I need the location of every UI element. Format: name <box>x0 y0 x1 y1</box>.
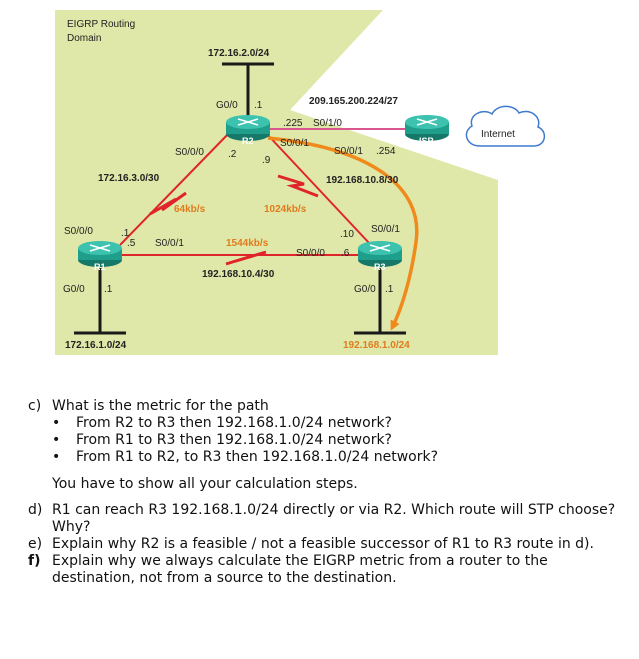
network-label-isp-link: 209.165.200.224/27 <box>309 96 398 107</box>
question-letter: e) <box>28 536 43 552</box>
router-label-r1: R1 <box>94 262 106 272</box>
if-r3-g00-ip: .1 <box>385 284 394 295</box>
calculation-note: You have to show all your calculation st… <box>52 476 358 492</box>
if-r2-s010-ip: .225 <box>283 118 303 129</box>
if-r2-g00: G0/0 <box>216 100 238 111</box>
if-r1-s000-ip: .1 <box>121 228 130 239</box>
list-item: •From R1 to R2, to R3 then 192.168.1.0/2… <box>52 449 439 465</box>
domain-label-line1: EIGRP Routing <box>67 19 135 30</box>
if-r1-s000: S0/0/0 <box>64 226 93 237</box>
path-arrow-r2-r3-lan <box>267 136 419 331</box>
if-r1-s001: S0/0/1 <box>155 238 184 249</box>
serial-bolt-r1-r2 <box>149 191 187 216</box>
router-arrows-icon <box>89 244 111 252</box>
if-r1-g00-ip: .1 <box>104 284 113 295</box>
question-text: What is the metric for the path <box>52 398 269 414</box>
list-item: •From R2 to R3 then 192.168.1.0/24 netwo… <box>52 415 392 431</box>
router-arrows-icon <box>416 118 438 126</box>
if-r2-s001-ip: .9 <box>262 155 271 166</box>
if-r3-g00: G0/0 <box>354 284 376 295</box>
link-r1-r2 <box>119 129 233 246</box>
question-letter: d) <box>28 502 43 518</box>
network-label-r1-lan: 172.16.1.0/24 <box>65 340 127 351</box>
bandwidth-label-r1-r3: 1544kb/s <box>226 238 269 249</box>
serial-bolt-r1-r3 <box>225 250 267 266</box>
question-f: f) Explain why we always calculate the E… <box>28 553 628 587</box>
question-c-bullets: •From R2 to R3 then 192.168.1.0/24 netwo… <box>28 415 628 466</box>
eigrp-domain-area <box>55 10 498 355</box>
cloud-label: Internet <box>481 129 515 140</box>
if-r2-s010: S0/1/0 <box>313 118 342 129</box>
eigrp-topology-diagram: EIGRP Routing Domain 172.16.2.0/24 172.1… <box>55 10 546 355</box>
question-list: c) What is the metric for the path •From… <box>28 398 628 587</box>
question-letter: c) <box>28 398 42 414</box>
if-r2-s000: S0/0/0 <box>175 147 204 158</box>
if-r3-s000: S0/0/0 <box>296 248 325 259</box>
router-arrows-icon <box>237 118 259 126</box>
internet-cloud: Internet <box>465 105 546 147</box>
serial-bolt-r2-r3 <box>277 174 319 198</box>
question-c: c) What is the metric for the path <box>28 398 628 415</box>
question-text: Explain why we always calculate the EIGR… <box>52 553 548 586</box>
router-label-r3: R3 <box>374 262 386 272</box>
if-r1-s001-ip: .5 <box>127 238 136 249</box>
if-r1-g00: G0/0 <box>63 284 85 295</box>
question-text: R1 can reach R3 192.168.1.0/24 directly … <box>52 502 616 535</box>
if-r2-s000-ip: .2 <box>228 149 237 160</box>
router-label-isp: ISP <box>419 136 434 146</box>
network-label-r1-r3: 192.168.10.4/30 <box>202 269 275 280</box>
if-r2-g00-ip: .1 <box>254 100 263 111</box>
if-r3-s000-ip: .6 <box>341 248 350 259</box>
if-r3-s001-ip: .10 <box>340 229 354 240</box>
router-r3[interactable]: R3 <box>358 241 402 272</box>
list-item: •From R1 to R3 then 192.168.1.0/24 netwo… <box>52 432 392 448</box>
if-r3-s001: S0/0/1 <box>371 224 400 235</box>
if-isp-s001: S0/0/1 <box>334 146 363 157</box>
question-text: Explain why R2 is a feasible / not a fea… <box>52 536 594 552</box>
router-label-r2: R2 <box>242 136 254 146</box>
if-isp-s001-ip: .254 <box>376 146 396 157</box>
router-r1[interactable]: R1 <box>78 241 122 272</box>
bandwidth-label-r1-r2: 64kb/s <box>174 204 206 215</box>
if-r2-s001: S0/0/1 <box>280 138 309 149</box>
router-r2[interactable]: R2 <box>226 115 270 146</box>
network-label-r1-r2: 172.16.3.0/30 <box>98 173 160 184</box>
router-isp[interactable]: ISP <box>405 115 449 146</box>
network-label-top: 172.16.2.0/24 <box>208 48 270 59</box>
link-r2-r3 <box>264 131 371 245</box>
bandwidth-label-r2-r3: 1024kb/s <box>264 204 307 215</box>
question-letter: f) <box>28 553 41 569</box>
network-label-r3-lan: 192.168.1.0/24 <box>343 340 410 351</box>
question-e: e) Explain why R2 is a feasible / not a … <box>28 536 628 553</box>
router-arrows-icon <box>369 244 391 252</box>
network-label-r2-r3: 192.168.10.8/30 <box>326 175 399 186</box>
question-d: d) R1 can reach R3 192.168.1.0/24 direct… <box>28 502 628 536</box>
domain-label-line2: Domain <box>67 33 101 44</box>
